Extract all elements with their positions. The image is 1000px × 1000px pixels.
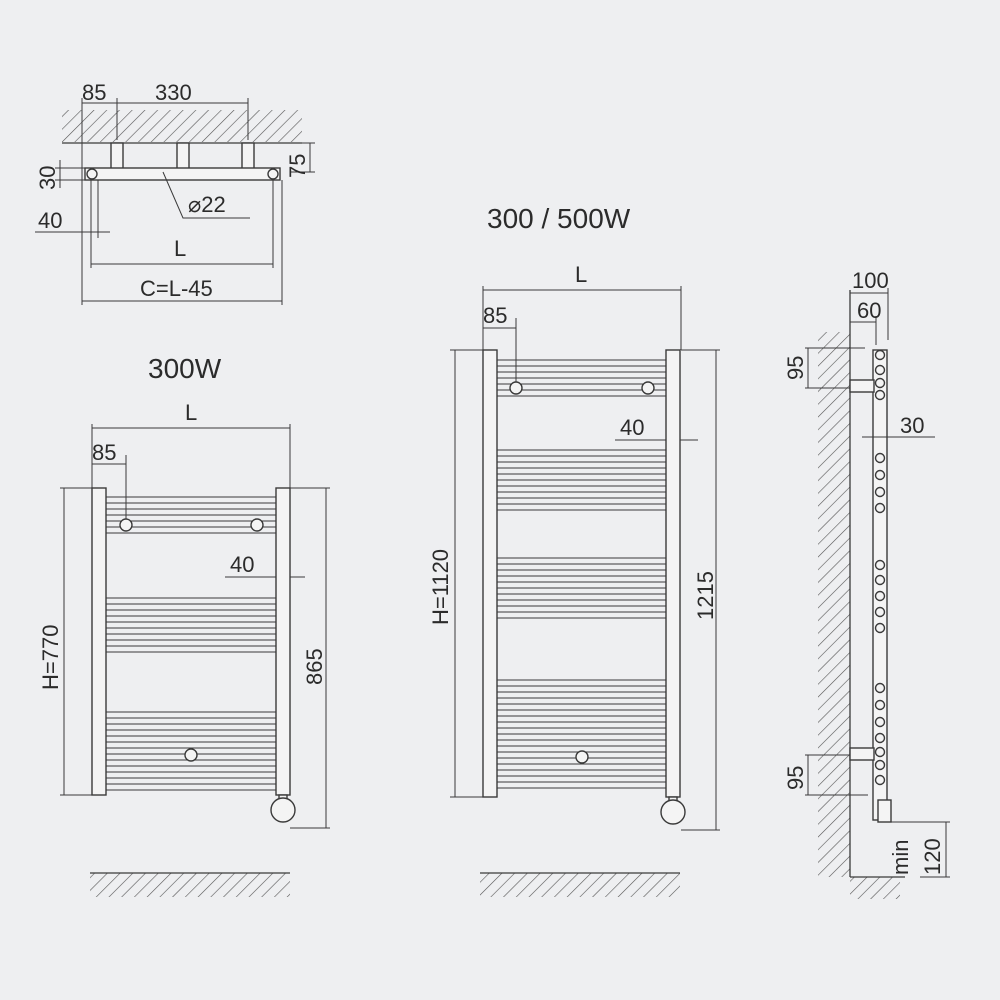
floor-hatch [850, 877, 900, 899]
floor-hatch [480, 873, 680, 897]
radiator-300-500w: 300 / 500W L 85 40 H=1120 1215 [428, 203, 720, 897]
wall-hatch [62, 110, 302, 142]
dim-total-height: 1215 [693, 571, 718, 620]
mounting-point [641, 381, 655, 395]
dim-min-label: min [888, 840, 913, 875]
wall-bracket [849, 379, 875, 393]
title-300-500w: 300 / 500W [487, 203, 631, 234]
top-view: 85 330 30 75 40 ⌀22 L C=L-45 [35, 80, 315, 305]
bar-section [874, 486, 886, 498]
dim-40: 40 [230, 552, 254, 577]
dim-total-height: 865 [302, 648, 327, 685]
bar-section [874, 682, 886, 694]
floor-hatch [90, 873, 290, 897]
bar-section [874, 732, 886, 744]
top-rail [84, 167, 281, 181]
dim-30: 30 [900, 413, 924, 438]
bar-section [874, 590, 886, 602]
mounting-point [250, 518, 264, 532]
dim-85: 85 [82, 80, 106, 105]
dim-C: C=L-45 [140, 276, 213, 301]
bracket [241, 142, 255, 172]
bar-section [874, 469, 886, 481]
dim-L: L [185, 400, 197, 425]
bracket [110, 142, 124, 172]
mounting-point [575, 750, 589, 764]
wall-hatch [818, 332, 850, 877]
heating-element-knob [270, 797, 296, 823]
dim-120: 120 [920, 838, 945, 875]
left-rail [482, 349, 498, 798]
right-rail [665, 349, 681, 798]
title-300w: 300W [148, 353, 222, 384]
bar-section [874, 699, 886, 711]
bar-section [874, 502, 886, 514]
side-view: 100 60 95 30 95 min 120 [783, 268, 950, 899]
bar-section [874, 774, 886, 786]
dim-95-bottom: 95 [783, 766, 808, 790]
dim-85: 85 [483, 303, 507, 328]
valve [877, 799, 892, 823]
dim-40: 40 [620, 415, 644, 440]
bar-section [874, 452, 886, 464]
dim-40: 40 [38, 208, 62, 233]
dim-L: L [575, 262, 587, 287]
dim-L: L [174, 236, 186, 261]
bar-section [874, 364, 886, 376]
mounting-point [184, 748, 198, 762]
dim-30: 30 [35, 166, 60, 190]
right-rail [275, 487, 291, 796]
wall-bracket [849, 747, 875, 761]
bar-section [874, 606, 886, 618]
dim-60: 60 [857, 298, 881, 323]
dim-pipe-diameter: ⌀22 [188, 192, 226, 217]
rail-end-right [267, 168, 279, 180]
left-rail [91, 487, 107, 796]
radiator-300w: 300W L 85 40 H=770 865 [38, 353, 330, 897]
bar-section [874, 389, 886, 401]
bar-section [874, 622, 886, 634]
bar-section [874, 574, 886, 586]
bar-section [874, 759, 886, 771]
bar-section [874, 349, 886, 361]
bar-section [874, 716, 886, 728]
bar-section [874, 559, 886, 571]
bar-section [874, 377, 886, 389]
rail-end-left [86, 168, 98, 180]
dim-75: 75 [285, 154, 310, 178]
dim-height: H=770 [38, 625, 63, 690]
heating-element-knob [660, 799, 686, 825]
mounting-point [509, 381, 523, 395]
dim-95-top: 95 [783, 356, 808, 380]
dim-85: 85 [92, 440, 116, 465]
dim-height: H=1120 [428, 549, 453, 625]
bracket [176, 142, 190, 172]
bar-section [874, 746, 886, 758]
mounting-point [119, 518, 133, 532]
dim-100: 100 [852, 268, 889, 293]
dim-330: 330 [155, 80, 192, 105]
